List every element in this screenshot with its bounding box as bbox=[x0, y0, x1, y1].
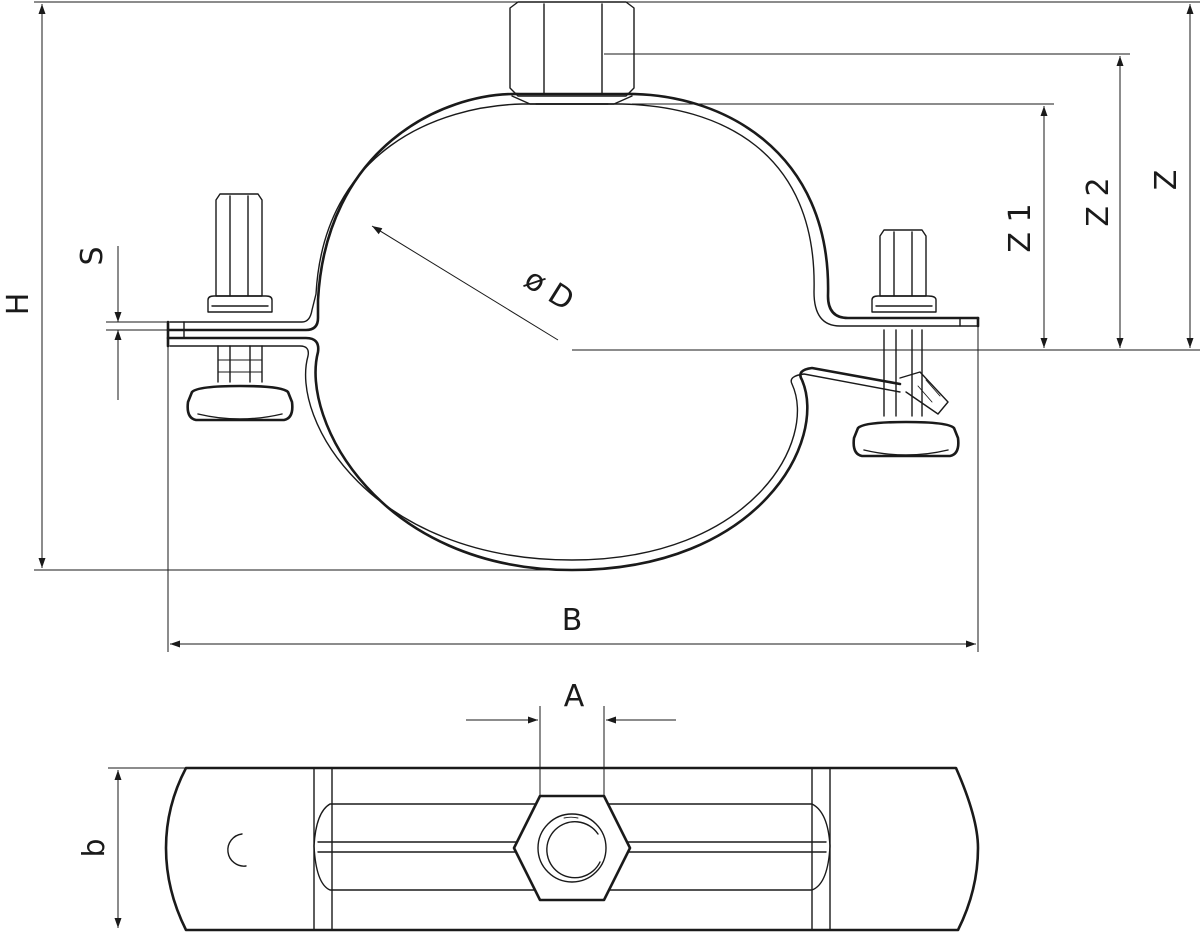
label-b-small: b bbox=[77, 838, 112, 857]
diameter-dimension bbox=[371, 225, 559, 341]
left-screw-head bbox=[186, 384, 294, 422]
label-z1: Z 1 bbox=[1003, 203, 1038, 252]
band-inner-contour bbox=[169, 103, 979, 327]
dimension-labels: H S ø D Z 1 Z 2 Z B A b bbox=[1, 170, 1184, 858]
label-diameter: ø D bbox=[518, 262, 580, 319]
label-b: B bbox=[562, 603, 583, 638]
left-screw bbox=[186, 193, 294, 422]
hex-nut-socket bbox=[509, 1, 635, 105]
label-s: S bbox=[75, 246, 110, 265]
band-plan-outline bbox=[164, 766, 980, 932]
label-h: H bbox=[1, 293, 36, 316]
center-hex-nut bbox=[512, 794, 632, 902]
band-outer-contour bbox=[166, 92, 980, 332]
front-view-dimensions bbox=[34, 1, 1200, 652]
clamp-band bbox=[166, 92, 980, 572]
slot-mark bbox=[227, 833, 247, 867]
bottom-view-dimensions bbox=[108, 706, 676, 928]
label-a: A bbox=[564, 679, 585, 714]
label-z: Z bbox=[1149, 170, 1184, 191]
label-z2: Z 2 bbox=[1081, 177, 1116, 226]
band-lower-contour bbox=[166, 336, 902, 572]
front-view bbox=[166, 1, 980, 572]
stiffening-rib bbox=[313, 803, 831, 891]
right-screw bbox=[852, 229, 960, 458]
bottom-view bbox=[164, 766, 980, 932]
right-screw-head bbox=[852, 420, 960, 458]
